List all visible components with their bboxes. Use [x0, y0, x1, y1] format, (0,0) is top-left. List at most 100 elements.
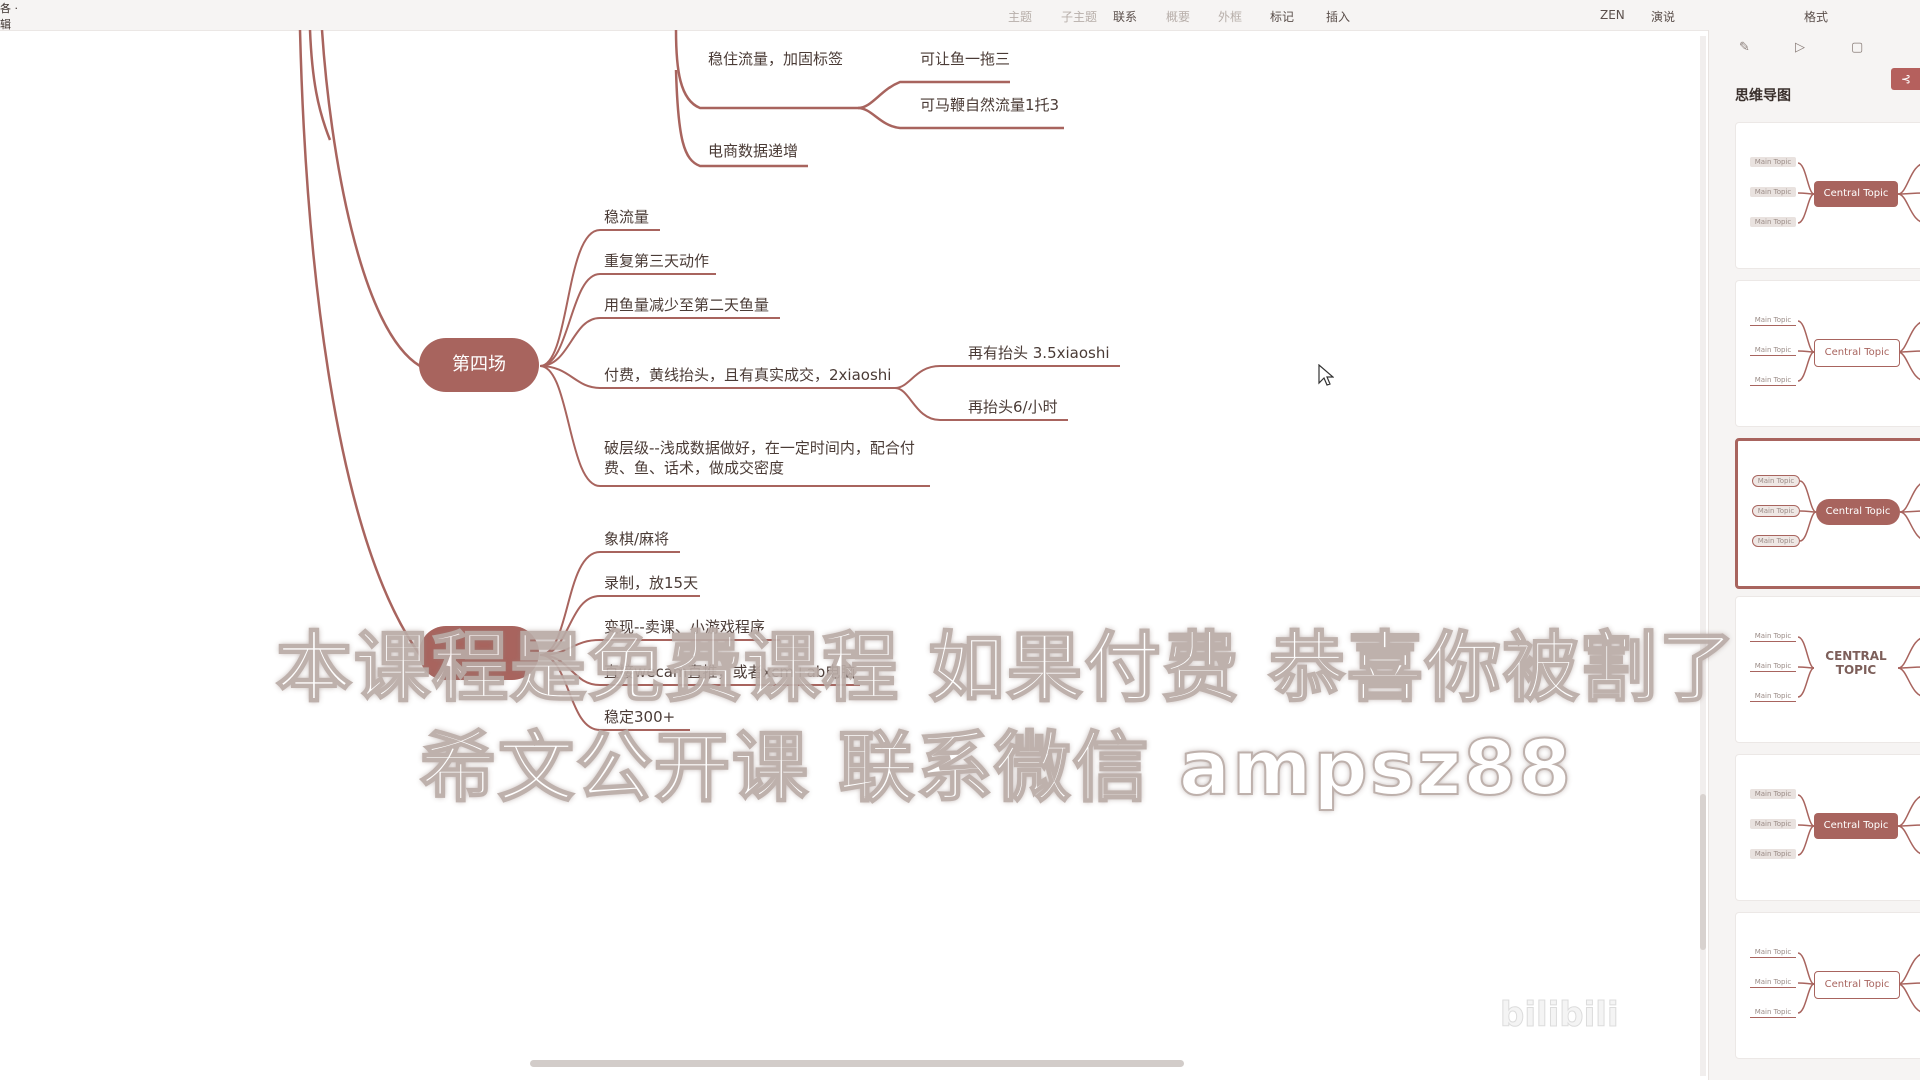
template-main-topic: Main Topic — [1750, 157, 1796, 167]
toolbar-item-4[interactable]: 外框 — [1218, 2, 1242, 25]
toolbar-item-1[interactable]: 子主题 — [1061, 2, 1097, 25]
template-central-topic: Central Topic — [1814, 181, 1898, 207]
topic-d4-repeat[interactable]: 重复第三天动作 — [604, 252, 710, 270]
topic-d5-monetize[interactable]: 变现--卖课、小游戏程序 — [604, 618, 765, 636]
topic-d5-record[interactable]: 录制，放15天 — [604, 574, 699, 592]
template-main-topic: Main Topic — [1750, 187, 1796, 197]
connector-d5-3 — [539, 639, 780, 656]
main-topic-day5[interactable] — [419, 626, 539, 680]
topic-d4-reduce[interactable]: 用鱼量减少至第二天鱼量 — [604, 296, 770, 314]
watermark-line2: 希文公开课 联系微信 ampsz88 — [419, 722, 1574, 813]
mouse-cursor-icon — [1318, 364, 1334, 386]
panel-title: 思维导图 — [1735, 88, 1791, 104]
template-main-topic: Main Topic — [1750, 315, 1796, 326]
topic-stabilize-traffic[interactable]: 稳住流量，加固标签 — [708, 50, 844, 68]
toolbar-item-3[interactable]: 概要 — [1166, 2, 1190, 25]
template-central-topic: Central Topic — [1814, 971, 1900, 999]
template-main-topic: Main Topic — [1752, 535, 1800, 547]
topic-d4-stabilize[interactable]: 稳流量 — [604, 208, 650, 226]
toolbar-icon — [1223, 2, 1237, 8]
template-main-topic: Main Topic — [1750, 977, 1796, 988]
toolbar-item-label: 外框 — [1218, 10, 1243, 24]
pen-icon[interactable]: ✎ — [1739, 40, 1750, 55]
toolbar-item-label: 主题 — [1008, 10, 1033, 24]
template-main-topic: Main Topic — [1750, 849, 1796, 859]
connector-d4-3 — [539, 317, 780, 367]
template-main-topic: Main Topic — [1750, 631, 1796, 642]
toolbar-item-2[interactable]: 联系 — [1113, 2, 1137, 25]
template-main-topic: Main Topic — [1750, 661, 1796, 672]
toolbar-item-7[interactable]: ZEN — [1600, 2, 1625, 22]
topic-d4-paid-a[interactable]: 再有抬头 3.5xiaoshi — [968, 344, 1110, 362]
template-main-topic: Main Topic — [1750, 217, 1796, 227]
template-main-topic: Main Topic — [1750, 947, 1796, 958]
topic-d4-paid[interactable]: 付费，黄线抬头，且有真实成交，2xiaoshi — [604, 366, 892, 384]
connector-d4-5 — [539, 365, 930, 487]
toolbar-item-label: 概要 — [1166, 10, 1191, 24]
connector-d4-4a — [894, 365, 1120, 389]
toolbar-item-9[interactable]: 格式 — [1804, 2, 1828, 25]
toolbar-icon — [1013, 2, 1027, 8]
template-main-topic: Main Topic — [1750, 1007, 1796, 1018]
toolbar-item-6[interactable]: 插入 — [1326, 2, 1350, 25]
toolbar-icon — [1275, 2, 1289, 8]
connector-d5-5 — [539, 654, 690, 731]
template-central-topic: Central Topic — [1814, 339, 1900, 367]
card-icon[interactable]: ▢ — [1851, 40, 1864, 55]
toolbar: 各 · 辑 主题 子主题联系 概要 外框 标记 插入 ZEN 演说 格式 — [0, 0, 1920, 31]
template-central-topic: Central Topic — [1814, 813, 1898, 839]
connector-natural-1x3 — [857, 106, 1064, 130]
template-main-topic: Main Topic — [1750, 375, 1796, 386]
topic-ecommerce-data[interactable]: 电商数据递增 — [708, 142, 799, 160]
vertical-scrollbar[interactable] — [1700, 36, 1706, 1076]
document-title-fragment: 各 · 辑 — [0, 0, 18, 32]
template-main-topic: Main Topic — [1750, 345, 1796, 356]
template-connectors — [1797, 320, 1920, 382]
connector-d5-4 — [539, 654, 860, 686]
bilibili-logo: bilibili — [1500, 995, 1620, 1036]
toolbar-item-0[interactable]: 主题 — [1008, 2, 1032, 25]
toolbar-item-label: 插入 — [1326, 10, 1351, 24]
connector-d4-2 — [539, 273, 716, 367]
topic-fish-1x3[interactable]: 可让鱼一拖三 — [920, 50, 1011, 68]
template-central-topic: Central Topic — [1816, 499, 1900, 525]
topic-d5-chess[interactable]: 象棋/麻将 — [604, 530, 670, 548]
template-central-topic: CENTRAL TOPIC — [1825, 649, 1887, 677]
connector-d4-4 — [539, 365, 895, 389]
horizontal-scrollbar[interactable] — [0, 1058, 1700, 1068]
connector-d5-2 — [539, 595, 700, 656]
trunk-upper — [308, 30, 332, 141]
panel-toggle-button[interactable]: ⊰ — [1891, 68, 1920, 90]
mindmap-canvas[interactable]: 稳住流量，加固标签 可让鱼一拖三 可马鞭自然流量1托3 电商数据递增 第四场 稳… — [0, 30, 1702, 1080]
presentation-icon[interactable]: ▷ — [1795, 40, 1805, 55]
topic-d4-paid-b[interactable]: 再抬头6/小时 — [968, 398, 1058, 416]
toolbar-icon — [1809, 2, 1823, 8]
topic-d5-direct[interactable]: 直接wecam直推，或者xcm+ab电脑 — [604, 663, 856, 681]
toolbar-item-8[interactable]: 演说 — [1651, 2, 1675, 25]
toolbar-icon — [1118, 2, 1132, 8]
topic-d5-stable[interactable]: 稳定300+ — [604, 708, 676, 726]
template-main-topic: Main Topic — [1752, 475, 1800, 487]
horizontal-scroll-thumb[interactable] — [530, 1060, 1184, 1067]
template-connectors — [1797, 162, 1920, 224]
watermark-line1: 本课程是免费课程 如果付费 恭喜你被割了 — [275, 622, 1737, 713]
topic-d4-break-level[interactable]: 破层级--浅成数据做好，在一定时间内，配合付费、鱼、话术，做成交密度 — [604, 439, 915, 477]
template-main-topic: Main Topic — [1750, 789, 1796, 799]
toolbar-icon — [1331, 2, 1345, 8]
template-main-topic: Main Topic — [1752, 505, 1800, 517]
toolbar-item-5[interactable]: 标记 — [1270, 2, 1294, 25]
main-topic-day4[interactable]: 第四场 — [419, 338, 539, 392]
connector-d4-1 — [539, 229, 660, 367]
template-connectors — [1799, 480, 1920, 542]
vertical-scroll-thumb[interactable] — [1700, 794, 1706, 950]
toolbar-item-label: 演说 — [1651, 10, 1676, 24]
topic-natural-1x3[interactable]: 可马鞭自然流量1托3 — [920, 96, 1060, 114]
toolbar-icon — [1171, 2, 1185, 8]
toolbar-item-label: 标记 — [1270, 10, 1295, 24]
